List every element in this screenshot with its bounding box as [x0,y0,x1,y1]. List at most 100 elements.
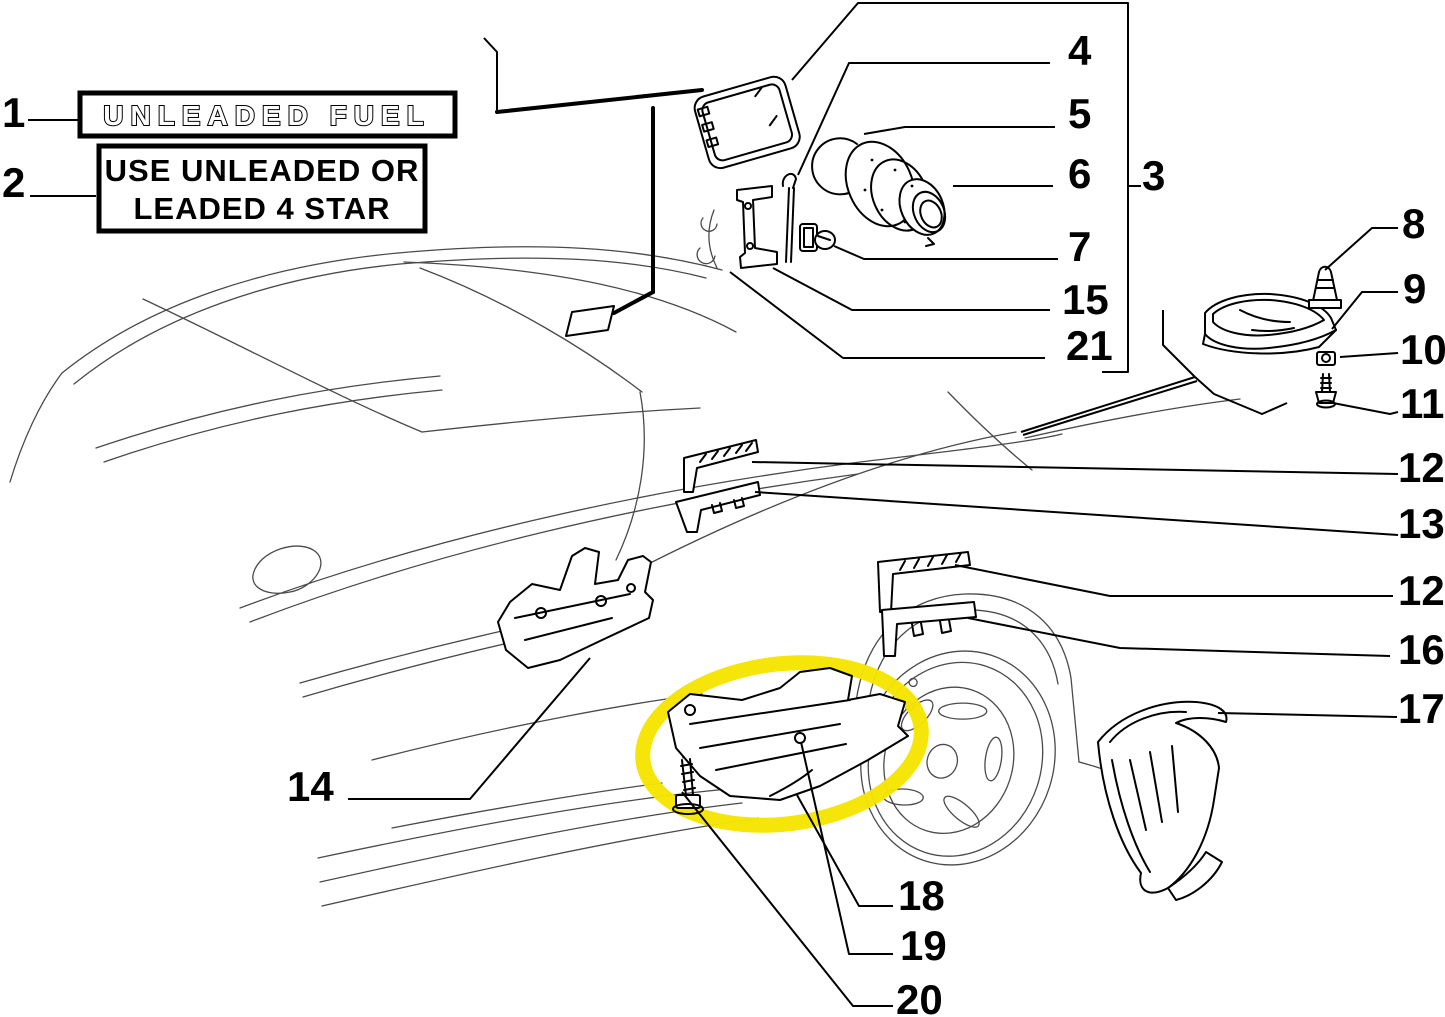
quarter-window-curve [947,391,1033,471]
callout-3: 3 [1142,152,1165,199]
cowl-line [1024,398,1241,439]
bolt-shaft [680,758,696,797]
leader-18 [796,794,893,907]
leader-12b [954,564,1393,597]
sticker1-border [77,90,458,139]
assembly-pointer-zigzag [1194,376,1288,415]
clip-knob-line [817,235,831,241]
assembly-pointer-wedge-a [1020,376,1196,433]
boot-tab [925,237,935,247]
clip16-outline [881,601,977,657]
clip12a-outline [683,439,759,493]
boot-texture-dot-5 [903,220,907,224]
mounting-screw [1315,373,1337,409]
callout-11: 11 [1400,380,1444,427]
bumpstop-body [1312,265,1338,302]
door-seal-clip-lower [675,481,761,533]
beltline-upper [239,433,1063,609]
callout-5: 5 [1068,90,1091,137]
leader-14 [348,657,591,800]
rod-hook [781,172,797,189]
tray-skirt [1202,329,1337,355]
hub [926,743,959,779]
clip12a-hatch [699,442,753,463]
clip13-outline [675,481,761,533]
callout-14: 14 [287,763,334,810]
callout-20: 20 [896,976,943,1017]
sill-line-1 [317,788,729,859]
callout-numbers: 1 2 4 5 6 3 7 15 21 8 9 10 11 12 13 12 1… [2,27,1445,1017]
bumpstop-base [1308,299,1342,309]
leader-5 [863,126,1055,135]
rim-dot-1 [908,677,918,688]
wheel-slot-1 [938,702,988,720]
clip12b-hatch [899,552,962,571]
nut-body [1316,351,1336,366]
clip-knob [814,230,836,250]
wheel-slot-3 [943,795,980,828]
lid-tab-1 [696,105,711,118]
roof-seam [419,267,643,393]
boot-texture-dot-6 [910,184,914,188]
recess-wave [708,209,718,269]
deflector-hook [1167,851,1223,901]
clip13-tabs [711,497,745,514]
front-shield [497,547,654,669]
deflector-inner [1109,710,1187,873]
callout-13: 13 [1398,500,1445,547]
leader-lines [28,2,1399,1007]
boot-texture-dot-1 [870,158,874,162]
rear-window-edge [421,407,701,433]
bolt-washer [672,803,704,815]
callout-10: 10 [1400,326,1445,373]
clip16-tabs [911,619,952,637]
sill-clip-lower [881,601,977,657]
tray-rim [1212,298,1325,337]
assembly-pointer-stem [1162,310,1196,378]
sticker2-line1: USE UNLEADED OR [105,153,420,188]
retaining-clip [799,223,836,252]
use-unleaded-sticker: USE UNLEADED OR LEADED 4 STAR [96,143,428,234]
callout-21: 21 [1066,322,1113,369]
roof-left-edge-inner [73,263,401,385]
lid-tab-2 [701,121,715,133]
sticker2-line2: LEADED 4 STAR [133,191,390,226]
sill-line-short [391,782,663,829]
callout-8: 8 [1402,200,1425,247]
bracket-screw-bottom [746,242,754,250]
leader-16 [967,617,1391,657]
callout-19: 19 [900,922,947,969]
deflector-outline [1097,700,1228,894]
roof-leader-diagonal [495,88,704,114]
leader-17 [1217,712,1398,718]
sill-line-3 [321,817,759,907]
fuel-filler-lid [693,75,801,170]
callout-17: 17 [1398,685,1445,732]
highlight-ellipse [635,655,929,833]
mounting-nut [1316,351,1336,366]
shield14-hole-3 [626,583,636,593]
bump-stop [1308,265,1342,309]
filler-recess-sketch [696,209,718,269]
bumpstop-ribs [1315,279,1335,289]
rear-deck-line-2 [95,375,441,449]
boot-texture-dot-3 [880,208,884,212]
boot-texture-dot-2 [863,188,867,192]
filler-boot-grommet [844,140,947,247]
rear-deck-line [142,298,423,433]
boot-outer [844,140,916,228]
screw-shaft [1320,373,1332,393]
roof-top-edge [397,246,723,271]
callout-2: 2 [2,159,25,206]
leader-21 [729,271,1045,359]
c-spring-clip [811,137,861,196]
leader-8 [1324,227,1398,271]
roof-leader-vertical [612,106,655,315]
leader-7 [833,245,1058,260]
window-top-edge [403,261,737,333]
assembly-pointer-wedge-b [1022,380,1198,436]
wheelarch-deflector [1097,700,1228,901]
callout-12b: 12 [1398,567,1445,614]
